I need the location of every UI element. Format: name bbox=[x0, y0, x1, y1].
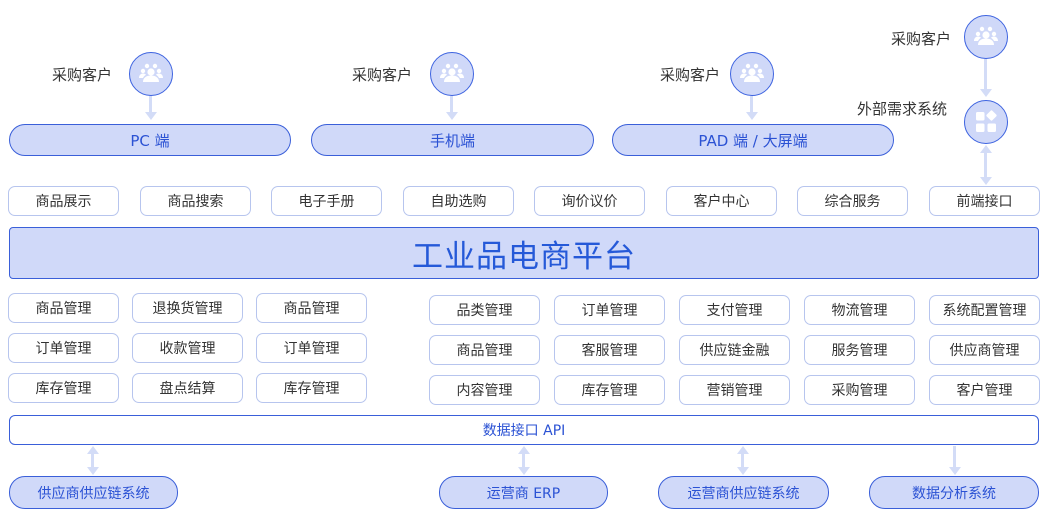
backend-system[interactable]: 运营商供应链系统 bbox=[658, 476, 829, 509]
channel-mobile[interactable]: 手机端 bbox=[311, 124, 594, 156]
channel-pc[interactable]: PC 端 bbox=[9, 124, 291, 156]
arrow-up-icon bbox=[737, 446, 749, 454]
arrow-down-icon bbox=[980, 177, 992, 185]
arrow-down-icon bbox=[518, 467, 530, 475]
apps-icon bbox=[964, 100, 1008, 144]
arrow-down-icon bbox=[737, 467, 749, 475]
module-tag[interactable]: 商品管理 bbox=[256, 293, 367, 323]
customers-icon bbox=[730, 52, 774, 96]
arrow-up-icon bbox=[518, 446, 530, 454]
connector-line bbox=[750, 96, 753, 113]
arrow-up-icon bbox=[980, 145, 992, 153]
backend-system[interactable]: 运营商 ERP bbox=[439, 476, 608, 509]
external-system-label: 外部需求系统 bbox=[857, 100, 948, 118]
customers-icon bbox=[964, 15, 1008, 59]
connector-line bbox=[522, 453, 525, 468]
backend-system[interactable]: 数据分析系统 bbox=[869, 476, 1039, 509]
module-tag[interactable]: 库存管理 bbox=[554, 375, 665, 405]
connector-line bbox=[149, 96, 152, 113]
feature-tag[interactable]: 询价议价 bbox=[534, 186, 645, 216]
module-tag[interactable]: 库存管理 bbox=[256, 373, 367, 403]
module-tag[interactable]: 支付管理 bbox=[679, 295, 790, 325]
module-tag[interactable]: 收款管理 bbox=[132, 333, 243, 363]
client-label: 采购客户 bbox=[352, 66, 413, 84]
module-tag[interactable]: 商品管理 bbox=[429, 335, 540, 365]
module-tag[interactable]: 订单管理 bbox=[8, 333, 119, 363]
channel-pad[interactable]: PAD 端 / 大屏端 bbox=[612, 124, 894, 156]
module-tag[interactable]: 客户管理 bbox=[929, 375, 1040, 405]
client-label: 采购客户 bbox=[891, 30, 952, 48]
module-tag[interactable]: 物流管理 bbox=[804, 295, 915, 325]
module-tag[interactable]: 订单管理 bbox=[554, 295, 665, 325]
module-tag[interactable]: 服务管理 bbox=[804, 335, 915, 365]
arrow-down-icon bbox=[87, 467, 99, 475]
module-tag[interactable]: 供应商管理 bbox=[929, 335, 1040, 365]
module-tag[interactable]: 供应链金融 bbox=[679, 335, 790, 365]
feature-tag[interactable]: 商品搜索 bbox=[140, 186, 251, 216]
module-tag[interactable]: 品类管理 bbox=[429, 295, 540, 325]
customers-icon bbox=[129, 52, 173, 96]
arrow-up-icon bbox=[87, 446, 99, 454]
module-tag[interactable]: 退换货管理 bbox=[132, 293, 243, 323]
module-tag[interactable]: 客服管理 bbox=[554, 335, 665, 365]
platform-title: 工业品电商平台 bbox=[9, 227, 1039, 279]
arrow-down-icon bbox=[145, 112, 157, 120]
arrow-down-icon bbox=[746, 112, 758, 120]
feature-tag[interactable]: 自助选购 bbox=[403, 186, 514, 216]
feature-tag[interactable]: 商品展示 bbox=[8, 186, 119, 216]
connector-line bbox=[741, 453, 744, 468]
feature-tag[interactable]: 前端接口 bbox=[929, 186, 1040, 216]
connector-line bbox=[984, 152, 987, 178]
module-tag[interactable]: 营销管理 bbox=[679, 375, 790, 405]
connector-line bbox=[984, 59, 987, 89]
feature-tag[interactable]: 客户中心 bbox=[666, 186, 777, 216]
module-tag[interactable]: 订单管理 bbox=[256, 333, 367, 363]
module-tag[interactable]: 库存管理 bbox=[8, 373, 119, 403]
connector-line bbox=[953, 446, 956, 468]
module-tag[interactable]: 盘点结算 bbox=[132, 373, 243, 403]
module-tag[interactable]: 内容管理 bbox=[429, 375, 540, 405]
customers-icon bbox=[430, 52, 474, 96]
arrow-down-icon bbox=[446, 112, 458, 120]
module-tag[interactable]: 采购管理 bbox=[804, 375, 915, 405]
client-label: 采购客户 bbox=[660, 66, 721, 84]
module-tag[interactable]: 系统配置管理 bbox=[929, 295, 1040, 325]
backend-system[interactable]: 供应商供应链系统 bbox=[9, 476, 178, 509]
arrow-down-icon bbox=[980, 89, 992, 97]
module-tag[interactable]: 商品管理 bbox=[8, 293, 119, 323]
feature-tag[interactable]: 综合服务 bbox=[797, 186, 908, 216]
api-bar: 数据接口 API bbox=[9, 415, 1039, 445]
connector-line bbox=[450, 96, 453, 113]
client-label: 采购客户 bbox=[52, 66, 113, 84]
connector-line bbox=[91, 453, 94, 468]
arrow-down-icon bbox=[949, 467, 961, 475]
feature-tag[interactable]: 电子手册 bbox=[271, 186, 382, 216]
